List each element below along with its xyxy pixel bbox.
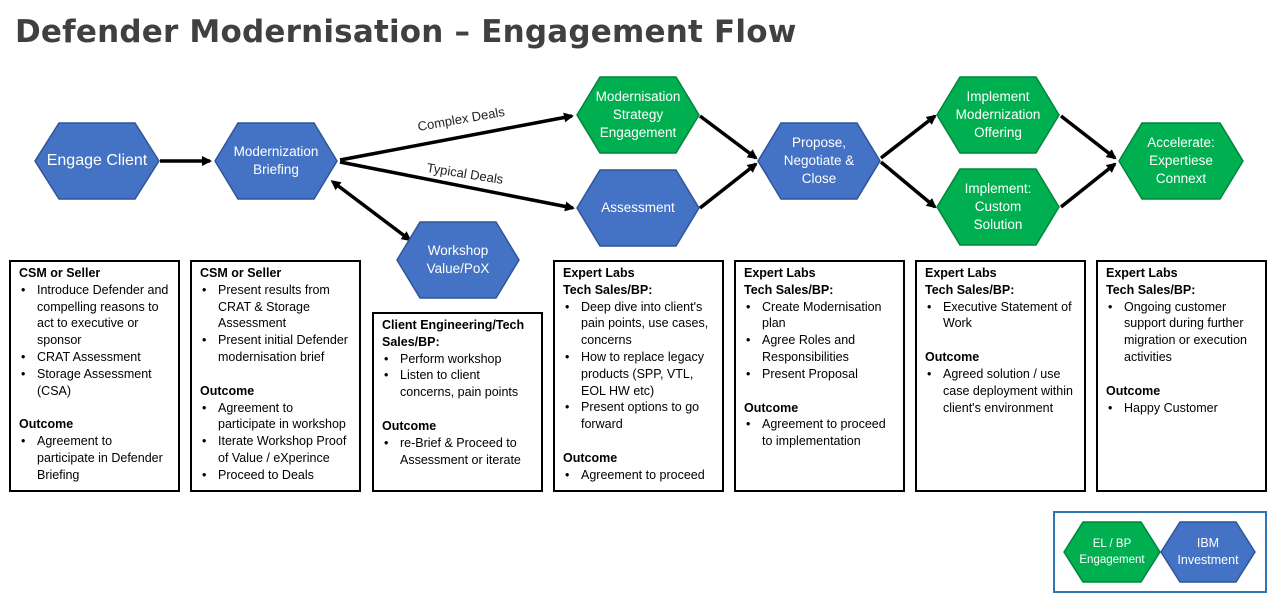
hex-modernization-briefing xyxy=(214,122,338,200)
list-item: Present results from CRAT & Storage Asse… xyxy=(200,282,353,332)
box-item-list: Present results from CRAT & Storage Asse… xyxy=(200,282,353,366)
arrow-briefing-to-assessment xyxy=(339,160,575,212)
hex-engage-client xyxy=(34,122,160,200)
outcome-heading: Outcome xyxy=(563,450,618,465)
info-box-accelerate: Expert Labs Tech Sales/BP: Ongoing custo… xyxy=(1096,260,1267,492)
legend xyxy=(1053,511,1267,593)
legend-hex-green xyxy=(1063,521,1161,583)
hex-label-strategy: Modernisation Strategy Engagement xyxy=(595,89,681,140)
arrow-assessment-to-propose xyxy=(698,162,758,210)
hex-propose xyxy=(757,122,881,200)
list-item: Deep dive into client's pain points, use… xyxy=(563,299,716,349)
list-item: Introduce Defender and compelling reason… xyxy=(19,282,172,349)
outcome-list: Agreement to participate in workshop Ite… xyxy=(200,400,353,484)
legend-hex-blue xyxy=(1160,521,1256,583)
box-heading: CSM or Seller xyxy=(200,266,282,280)
list-item: Perform workshop xyxy=(382,351,535,368)
list-item: Agreement to participate in workshop xyxy=(200,400,353,434)
list-item: Listen to client concerns, pain points xyxy=(382,367,535,401)
list-item: Proceed to Deals xyxy=(200,467,353,484)
outcome-heading: Outcome xyxy=(200,383,255,398)
hex-label-implement-custom: Implement: Custom Solution xyxy=(964,181,1032,232)
arrow-strategy-to-propose xyxy=(698,114,758,160)
list-item: Ongoing customer support during further … xyxy=(1106,299,1259,366)
list-item: CRAT Assessment xyxy=(19,349,172,366)
list-item: Iterate Workshop Proof of Value / eXperi… xyxy=(200,433,353,467)
outcome-list: Agreed solution / use case deployment wi… xyxy=(925,366,1078,416)
arrow-offering-to-accelerate xyxy=(1059,114,1117,160)
list-item: Present Proposal xyxy=(744,366,897,383)
list-item: Present options to go forward xyxy=(563,399,716,433)
box-heading: Expert Labs Tech Sales/BP: xyxy=(563,266,653,297)
arrow-briefing-to-strategy xyxy=(339,112,574,162)
outcome-heading: Outcome xyxy=(19,417,74,432)
hex-label-briefing: Modernization Briefing xyxy=(233,144,319,177)
hex-accelerate xyxy=(1118,122,1244,200)
outcome-heading: Outcome xyxy=(382,418,437,433)
info-box-workshop: Client Engineering/Tech Sales/BP: Perfor… xyxy=(372,312,543,492)
arrow-custom-to-accelerate xyxy=(1059,162,1117,209)
list-item: Agree Roles and Responsibilities xyxy=(744,332,897,366)
arrow-propose-to-offering xyxy=(879,114,937,160)
info-box-briefing: CSM or Seller Present results from CRAT … xyxy=(190,260,361,492)
box-heading: CSM or Seller xyxy=(19,266,101,280)
list-item: Agreement to participate in Defender Bri… xyxy=(19,433,172,483)
arrow-propose-to-custom xyxy=(879,160,937,209)
list-item: Storage Assessment (CSA) xyxy=(19,366,172,400)
box-heading: Expert Labs Tech Sales/BP: xyxy=(925,266,1015,297)
hex-label-engage-client: Engage Client xyxy=(46,152,148,169)
outcome-list: Happy Customer xyxy=(1106,400,1259,417)
hex-implement-custom xyxy=(936,168,1060,246)
legend-label-ibm: IBM Investment xyxy=(1177,536,1239,567)
info-box-assessment: Expert Labs Tech Sales/BP: Deep dive int… xyxy=(553,260,724,492)
box-item-list: Ongoing customer support during further … xyxy=(1106,299,1259,366)
list-item: Create Modernisation plan xyxy=(744,299,897,333)
hex-workshop xyxy=(396,221,520,299)
list-item: re-Brief & Proceed to Assessment or iter… xyxy=(382,435,535,469)
outcome-heading: Outcome xyxy=(744,400,799,415)
box-item-list: Perform workshop Listen to client concer… xyxy=(382,351,535,401)
box-item-list: Introduce Defender and compelling reason… xyxy=(19,282,172,400)
info-box-implement: Expert Labs Tech Sales/BP: Executive Sta… xyxy=(915,260,1086,492)
hex-label-propose: Propose, Negotiate & Close xyxy=(783,135,855,186)
hex-assessment xyxy=(576,169,700,247)
hex-label-workshop: Workshop Value/PoX xyxy=(426,243,490,276)
list-item: How to replace legacy products (SPP, VTL… xyxy=(563,349,716,399)
outcome-heading: Outcome xyxy=(1106,383,1161,398)
list-item: Agreement to proceed to implementation xyxy=(744,416,897,450)
legend-label-el-bp: EL / BP Engagement xyxy=(1079,538,1145,566)
outcome-list: Agreement to proceed to implementation xyxy=(744,416,897,450)
box-item-list: Deep dive into client's pain points, use… xyxy=(563,299,716,433)
box-heading: Expert Labs Tech Sales/BP: xyxy=(1106,266,1196,297)
list-item: Present initial Defender modernisation b… xyxy=(200,332,353,366)
hex-strategy-engagement xyxy=(576,76,700,154)
page-title: Defender Modernisation – Engagement Flow xyxy=(15,14,797,50)
hex-label-accelerate: Accelerate: Expertiese Connext xyxy=(1147,135,1215,186)
list-item: Agreement to proceed xyxy=(563,467,716,484)
info-box-engage: CSM or Seller Introduce Defender and com… xyxy=(9,260,180,492)
list-item: Agreed solution / use case deployment wi… xyxy=(925,366,1078,416)
outcome-list: re-Brief & Proceed to Assessment or iter… xyxy=(382,435,535,469)
arrow-briefing-workshop xyxy=(330,180,412,242)
list-item: Happy Customer xyxy=(1106,400,1259,417)
hex-label-assessment: Assessment xyxy=(601,200,675,215)
hex-implement-offering xyxy=(936,76,1060,154)
list-item: Executive Statement of Work xyxy=(925,299,1078,333)
box-item-list: Create Modernisation plan Agree Roles an… xyxy=(744,299,897,383)
box-item-list: Executive Statement of Work xyxy=(925,299,1078,333)
box-heading: Expert Labs Tech Sales/BP: xyxy=(744,266,834,297)
hex-label-implement-offering: Implement Modernization Offering xyxy=(955,89,1041,140)
info-box-propose: Expert Labs Tech Sales/BP: Create Modern… xyxy=(734,260,905,492)
outcome-list: Agreement to participate in Defender Bri… xyxy=(19,433,172,483)
outcome-heading: Outcome xyxy=(925,350,980,365)
box-heading: Client Engineering/Tech Sales/BP: xyxy=(382,318,525,349)
outcome-list: Agreement to proceed xyxy=(563,467,716,484)
